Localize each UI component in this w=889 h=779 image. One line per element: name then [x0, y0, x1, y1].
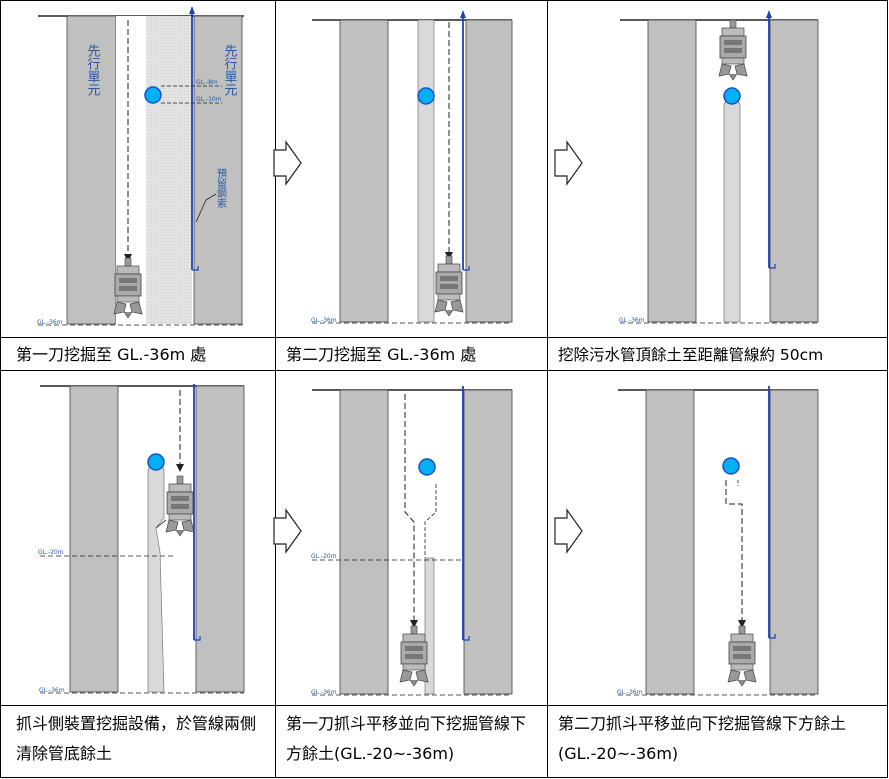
- grab-bucket-icon: [727, 625, 757, 687]
- left-wall: [339, 389, 389, 695]
- label-gl36: GL.-36m: [619, 317, 645, 324]
- flow-arrow-icon: [273, 140, 302, 186]
- left-wall: [645, 389, 695, 695]
- grab-bucket-icon: [434, 255, 464, 317]
- soil-remaining: [417, 19, 435, 323]
- flow-arrow-icon: [554, 508, 583, 554]
- right-wall: [193, 15, 243, 325]
- caption-text: 第二刀抓斗平移並向下挖掘管線下方餘土(GL.-20~-36m): [558, 714, 847, 763]
- caption-text: 第二刀挖掘至 GL.-36m 處: [286, 345, 477, 364]
- caption-text: 抓斗側裝置挖掘設備，於管線兩側清除管底餘土: [16, 714, 257, 763]
- sewer-pipe-icon: [144, 86, 162, 104]
- label-gl36: GL.-36m: [39, 687, 65, 694]
- sewer-pipe-icon: [418, 458, 436, 476]
- grab-bucket-icon: [399, 625, 429, 687]
- caption-panel-6: 第二刀抓斗平移並向下挖掘管線下方餘土(GL.-20~-36m): [558, 709, 882, 769]
- sewer-pipe-icon: [723, 87, 741, 105]
- label-gl10: GL.-10m: [196, 96, 222, 103]
- soil-remaining: [723, 99, 741, 323]
- sewer-pipe-icon: [147, 453, 165, 471]
- panel-3-diagram: GL.-36m: [619, 10, 819, 324]
- panel-1-diagram: GL.-8m GL.-10m 先行單元 先行單元 預留鋼索 GL.-36m: [37, 6, 244, 326]
- right-wall: [195, 385, 245, 693]
- grab-bucket-icon: [718, 19, 748, 81]
- panel-2-diagram: GL.-36m: [311, 10, 513, 324]
- caption-panel-3: 挖除污水管頂餘土至距離管線約 50cm: [558, 340, 886, 370]
- flow-arrow-icon: [273, 508, 302, 554]
- label-gl20: GL.-20m: [38, 549, 64, 556]
- caption-panel-1: 第一刀挖掘至 GL.-36m 處: [16, 340, 272, 370]
- left-wall: [647, 19, 697, 323]
- label-gl36: GL.-36m: [311, 317, 337, 324]
- label-unit-right: 先行單元: [222, 44, 238, 97]
- soil-remaining: [147, 458, 165, 693]
- right-wall: [769, 389, 819, 695]
- right-wall: [463, 389, 513, 695]
- label-gl36: GL.-36m: [617, 689, 643, 696]
- label-gl20: GL.-20m: [311, 553, 337, 560]
- right-wall: [465, 19, 513, 323]
- label-gl36: GL.-36m: [311, 689, 337, 696]
- left-wall: [69, 385, 119, 693]
- left-wall: [339, 19, 389, 323]
- panel-5-diagram: GL.-20m GL.-36m: [311, 386, 513, 696]
- label-cable: 預留鋼索: [215, 168, 227, 208]
- grab-bucket-icon: [165, 475, 195, 537]
- right-wall: [769, 19, 819, 323]
- sewer-pipe-icon: [722, 457, 740, 475]
- sewer-pipe-icon: [417, 87, 435, 105]
- flow-arrow-icon: [554, 140, 583, 186]
- caption-panel-4: 抓斗側裝置挖掘設備，於管線兩側清除管底餘土: [16, 709, 266, 769]
- label-gl36: GL.-36m: [37, 319, 63, 326]
- soil-remaining: [146, 16, 192, 324]
- panel-4-diagram: GL.-20m GL.-36m: [38, 384, 245, 694]
- left-wall: [66, 15, 117, 325]
- caption-text: 第一刀挖掘至 GL.-36m 處: [16, 345, 207, 364]
- caption-panel-2: 第二刀挖掘至 GL.-36m 處: [286, 340, 544, 370]
- caption-panel-5: 第一刀抓斗平移並向下挖掘管線下方餘土(GL.-20~-36m): [286, 709, 538, 769]
- panel-6-diagram: GL.-36m: [617, 386, 819, 696]
- label-unit-left: 先行單元: [85, 44, 101, 97]
- label-gl8: GL.-8m: [196, 79, 218, 86]
- soil-remaining: [424, 557, 435, 695]
- caption-text: 第一刀抓斗平移並向下挖掘管線下方餘土(GL.-20~-36m): [286, 714, 527, 763]
- caption-text: 挖除污水管頂餘土至距離管線約 50cm: [558, 346, 824, 364]
